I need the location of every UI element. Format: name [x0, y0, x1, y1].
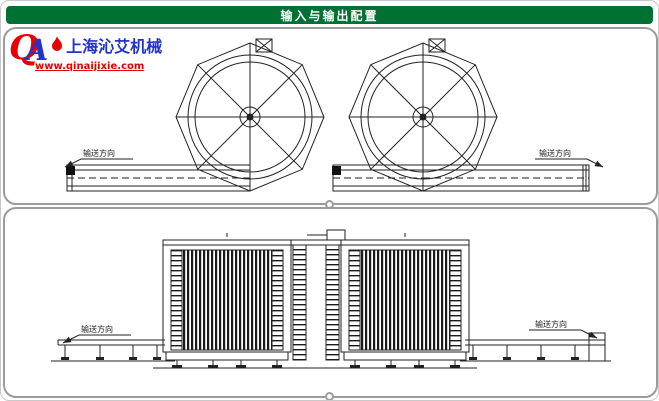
- plan-right-direction-callout: 输送方向: [535, 148, 604, 168]
- flame-icon: [52, 36, 63, 51]
- elevation-left-conveyor: [51, 339, 175, 362]
- arrow-left-icon: [63, 336, 72, 343]
- logo-company-name: 上海沁艾机械: [66, 37, 163, 56]
- panel-junction-notch: [325, 200, 334, 209]
- elevation-right-direction-callout: 输送方向: [529, 319, 598, 339]
- logo-row: Q A 上海沁艾机械: [9, 31, 162, 65]
- spiral-tower-elevation-right: [340, 239, 470, 369]
- plan-right-conveyor: [422, 164, 590, 192]
- plan-middle-conveyor: [332, 164, 424, 192]
- front-view-panel: 输送方向 输送方向: [3, 207, 658, 398]
- plan-left-direction-label: 输送方向: [83, 148, 115, 158]
- page-title: 输入与输出配置: [280, 8, 379, 23]
- top-view-drawing: 输送方向 输送方向: [64, 38, 604, 192]
- elevation-left-direction-label: 输送方向: [81, 324, 113, 334]
- arrow-left-icon: [65, 160, 74, 167]
- logo-website: www.qinaijixie.com: [35, 61, 145, 72]
- logo: Q A 上海沁艾机械 www.qinaijixie.com: [9, 31, 162, 72]
- spiral-tower-elevation-left: [162, 239, 292, 369]
- logo-monogram-a: A: [25, 33, 49, 67]
- elevation-right-conveyor: [460, 332, 611, 362]
- panel-junction-notch: [325, 392, 334, 400]
- elevation-left-direction-callout: 输送方向: [62, 324, 131, 344]
- elevation-middle-transfer: [291, 229, 346, 361]
- logo-monogram-q: Q: [9, 28, 39, 68]
- elevation-right-direction-label: 输送方向: [535, 319, 567, 329]
- arrow-right-icon: [588, 331, 597, 338]
- arrow-right-icon: [594, 160, 603, 167]
- title-bar: 输入与输出配置: [6, 6, 653, 24]
- front-view-drawing: 输送方向 输送方向: [51, 229, 611, 369]
- plan-left-conveyor: [66, 164, 251, 192]
- plan-left-direction-callout: 输送方向: [64, 148, 133, 168]
- top-view-panel: 输送方向 输送方向: [3, 27, 658, 205]
- plan-right-direction-label: 输送方向: [539, 148, 571, 158]
